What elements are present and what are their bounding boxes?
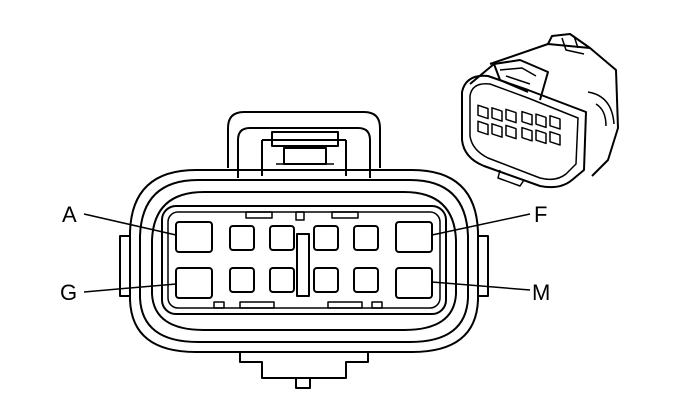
key-slot (327, 301, 363, 309)
iso-rear-detail (561, 35, 585, 55)
pin-cavity (269, 267, 295, 293)
iso-cavity (521, 126, 533, 142)
iso-cavity (477, 120, 489, 136)
housing-outer (129, 169, 479, 353)
key-slot (213, 301, 225, 309)
connector-isometric-view (461, 33, 619, 189)
housing-second (139, 179, 469, 343)
iso-cavity (491, 107, 503, 122)
iso-cavity (477, 104, 489, 120)
leader-line-m (431, 281, 531, 291)
key-slot (295, 211, 305, 221)
pin-cavity (353, 225, 379, 251)
pin-cavity (229, 225, 255, 251)
iso-cavity (535, 113, 547, 129)
housing-third (151, 191, 457, 331)
iso-cavity (505, 108, 517, 124)
iso-front-housing (461, 74, 587, 189)
iso-cavity (491, 123, 503, 138)
bottom-tab-post (295, 378, 311, 389)
iso-cavity (521, 110, 533, 126)
pin-cavity-a (175, 221, 213, 253)
latch-tower-inner (237, 127, 371, 178)
key-slot (371, 301, 383, 309)
pin-cavity-g (175, 267, 213, 299)
pin-cavity (353, 267, 379, 293)
leader-line-a (83, 213, 177, 236)
iso-latch-detail (499, 67, 537, 85)
center-divider (296, 233, 310, 297)
leader-line-f (431, 213, 531, 236)
leader-line-g (83, 283, 177, 293)
pin-cavity (229, 267, 255, 293)
iso-rear-cap (547, 33, 591, 49)
connector-face-view (119, 111, 489, 389)
bottom-tab (239, 352, 369, 379)
iso-cavity (535, 129, 547, 145)
pin-cavity (313, 267, 339, 293)
iso-top-latch (469, 59, 549, 101)
pin-label-f: F (534, 202, 547, 227)
pin-cavity (313, 225, 339, 251)
latch-tab (283, 147, 327, 165)
left-side-rib (119, 235, 130, 297)
iso-rear-ribs (587, 91, 615, 127)
pin-label-a: A (62, 202, 77, 227)
pin-cavity-m (395, 267, 433, 299)
pin-label-m: M (532, 280, 550, 305)
pin-cavity-f (395, 221, 433, 253)
key-slot (245, 211, 273, 219)
pin-cavity (269, 225, 295, 251)
iso-cavity (549, 130, 561, 146)
iso-cavity (505, 124, 517, 140)
key-slot (239, 301, 275, 309)
pin-label-g: G (60, 280, 77, 305)
key-slot (331, 211, 359, 219)
iso-bottom-tab (497, 169, 525, 187)
latch-tower-outer (227, 111, 381, 168)
iso-front-rim (469, 83, 579, 181)
iso-cavity (549, 114, 561, 130)
latch-window (271, 131, 339, 147)
cavity-block (161, 205, 447, 315)
right-side-rib (478, 235, 489, 297)
